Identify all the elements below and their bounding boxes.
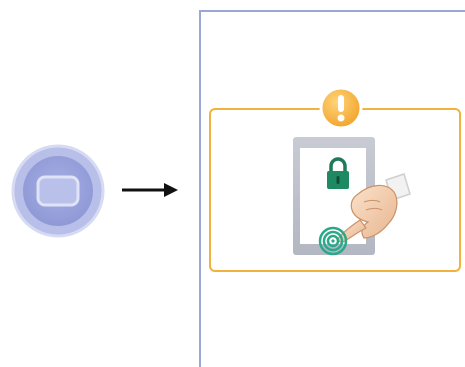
right-arrow-icon bbox=[122, 183, 178, 197]
flow-arrow bbox=[120, 180, 182, 200]
screen-panel bbox=[199, 10, 465, 367]
exclamation-icon bbox=[319, 86, 363, 130]
start-node bbox=[10, 143, 106, 239]
lock-icon bbox=[326, 156, 350, 190]
fingerprint-icon bbox=[318, 226, 348, 256]
pointing-hand-icon bbox=[330, 172, 416, 252]
alert-badge bbox=[319, 86, 363, 130]
home-button-icon bbox=[11, 144, 105, 238]
